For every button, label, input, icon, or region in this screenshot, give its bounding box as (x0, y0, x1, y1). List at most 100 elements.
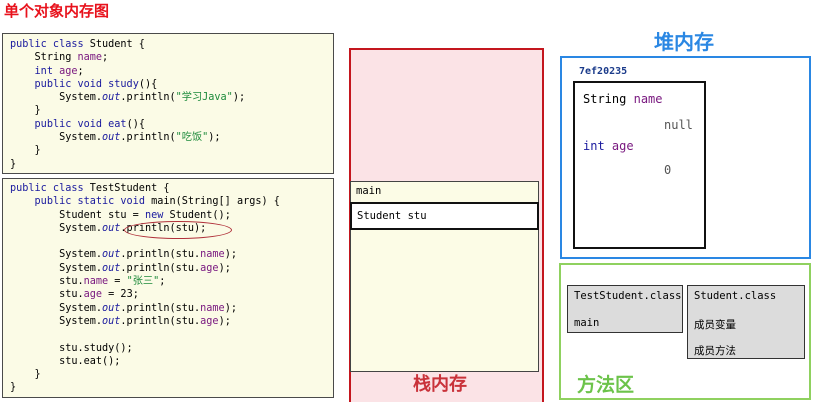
method-area-title: 方法区 (577, 374, 635, 396)
code-token: ; (159, 276, 166, 288)
code-token: } (34, 145, 41, 157)
code-token: "吃饭" (175, 132, 209, 144)
stack-frame-name: main (356, 185, 382, 197)
code-line: } (10, 368, 333, 381)
code-token: ); (208, 132, 221, 144)
code-token: name (200, 302, 225, 314)
code-token: out (102, 132, 121, 144)
code-token: Student(); (163, 209, 231, 221)
code-line: System.out.println("学习Java"); (10, 91, 333, 104)
code-token: eat (108, 118, 127, 130)
code-line: } (10, 144, 333, 157)
class-member: main (574, 317, 600, 329)
code-token: age (200, 315, 219, 327)
field-name: age (611, 139, 634, 153)
highlight-ellipse (124, 221, 232, 239)
code-token: public static void (34, 196, 145, 208)
code-token: int (34, 65, 53, 77)
code-line: public void eat(){ (10, 118, 333, 131)
code-line: System.out.println(stu.name); (10, 302, 333, 315)
object-address: 7ef20235 (579, 66, 628, 77)
code-token: System. (59, 315, 103, 327)
code-line: } (10, 104, 333, 117)
code-token: (){ (138, 78, 158, 90)
stack-memory-title: 栈内存 (413, 374, 467, 395)
teststudent-class-code: public class TestStudent { public static… (2, 178, 334, 398)
code-token: age (83, 289, 103, 301)
object-field-name-value: null (664, 118, 693, 132)
code-line: stu.eat(); (10, 355, 333, 368)
code-token: public void (34, 78, 103, 90)
code-token: public class (10, 39, 84, 50)
field-type: int (583, 139, 605, 153)
object-field-age-value: 0 (664, 163, 672, 177)
code-token: Student { (83, 39, 145, 50)
class-name: TestStudent.class (574, 290, 682, 302)
stack-variable-label: Student stu (357, 210, 427, 222)
code-token: ; (77, 65, 84, 77)
code-token: } (10, 382, 17, 394)
code-line: int age; (10, 65, 333, 78)
code-token: public void (34, 118, 103, 130)
code-token: } (34, 369, 41, 381)
field-type: String (583, 92, 627, 106)
stack-variable-stu: Student stu (350, 202, 539, 230)
code-line (10, 328, 333, 341)
code-token: out (102, 315, 121, 327)
code-token: name (83, 276, 109, 288)
code-token: ); (218, 262, 231, 274)
code-token: "张三" (126, 276, 160, 288)
page-title: 单个对象内存图 (4, 2, 110, 20)
code-token: stu.eat(); (59, 355, 121, 367)
student-object: String name null int age 0 (573, 81, 706, 249)
code-token: stu. (59, 289, 84, 301)
code-line: System.out.println(stu.age); (10, 262, 333, 275)
code-line: System.out.println(stu.name); (10, 248, 333, 261)
code-token: ); (224, 249, 237, 261)
code-token: .println( (120, 132, 176, 144)
code-token: name (200, 249, 225, 261)
code-line: } (10, 381, 333, 394)
code-token: System. (59, 222, 103, 234)
object-field-name-decl: String name (583, 92, 663, 106)
heap-memory-title: 堆内存 (654, 30, 714, 54)
code-token: age (200, 262, 219, 274)
code-token: stu.study(); (59, 342, 133, 354)
code-token: main(String[] args) { (144, 196, 280, 208)
class-member: 成员方法 (694, 345, 736, 357)
student-class-code: public class Student { String name; int … (2, 33, 334, 174)
code-token: public class (10, 183, 84, 194)
code-token: = (108, 276, 127, 288)
heap-memory-area (560, 56, 811, 259)
code-line: String name; (10, 51, 333, 64)
code-token: out (102, 92, 121, 104)
class-name: Student.class (694, 290, 777, 302)
code-token: System. (59, 249, 103, 261)
code-token: System. (59, 302, 103, 314)
code-line: System.out.println(stu.age); (10, 315, 333, 328)
code-token: Student stu = (59, 209, 145, 221)
teststudent-class-box: TestStudent.class main (567, 285, 683, 333)
code-line: System.out.println("吃饭"); (10, 131, 333, 144)
field-name: name (633, 92, 663, 106)
code-line: stu.name = "张三"; (10, 275, 333, 288)
code-token: .println(stu. (120, 315, 201, 327)
code-token: ; (102, 52, 109, 64)
code-token: age (59, 65, 78, 77)
code-token: = 23; (102, 289, 139, 301)
code-token: } (10, 158, 17, 170)
object-field-age-decl: int age (583, 139, 634, 153)
student-class-box: Student.class 成员变量 成员方法 (687, 285, 805, 359)
code-token: out (102, 302, 121, 314)
method-area (559, 263, 811, 400)
code-token: new (144, 209, 164, 221)
code-token: (){ (126, 118, 145, 130)
code-line: public class TestStudent { (10, 182, 333, 195)
code-token: out (102, 249, 121, 261)
code-token: .println(stu. (120, 249, 201, 261)
code-token: ); (224, 302, 237, 314)
code-line: } (10, 158, 333, 171)
code-token: } (34, 105, 41, 117)
code-token: .println(stu. (120, 262, 201, 274)
code-token: out (102, 262, 121, 274)
